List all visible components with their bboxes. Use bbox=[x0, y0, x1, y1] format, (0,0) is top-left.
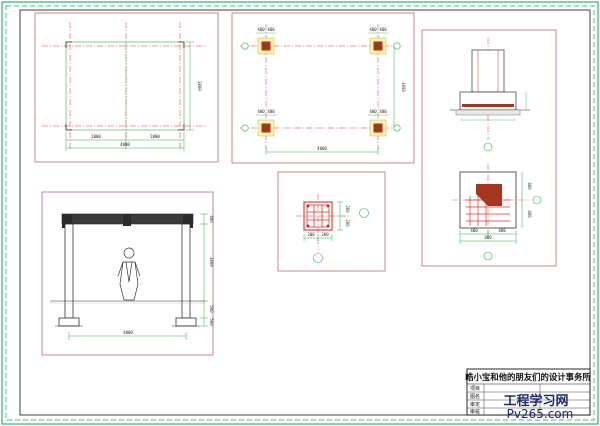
column-footing bbox=[369, 119, 387, 137]
column-footing bbox=[257, 119, 275, 137]
panel-border bbox=[421, 29, 557, 267]
roof-outline bbox=[65, 41, 185, 131]
axis-bubble bbox=[393, 42, 401, 50]
axis-bubble bbox=[483, 251, 493, 261]
dim-label: 400 bbox=[379, 27, 387, 32]
column-section-fill bbox=[476, 184, 502, 206]
dim-label: 400 bbox=[470, 228, 478, 233]
dim-label: 2000 bbox=[150, 134, 160, 139]
dim-label: 400 bbox=[369, 109, 377, 114]
axis-bubble bbox=[483, 142, 493, 152]
axis-bubble bbox=[532, 195, 542, 205]
column bbox=[64, 223, 74, 319]
footing-base bbox=[459, 91, 517, 111]
axis-bubble bbox=[393, 124, 401, 132]
dim-label: 500 bbox=[209, 305, 214, 313]
column-stub bbox=[471, 49, 505, 93]
dim-label: 3000 bbox=[401, 82, 406, 92]
footing bbox=[175, 317, 197, 327]
column-footing bbox=[369, 37, 387, 55]
column-detail-panel: 200 200 200 200 bbox=[277, 171, 386, 272]
dim-label: 500 bbox=[209, 318, 214, 326]
dim-label: 800 bbox=[484, 235, 492, 240]
elevation-panel: 4000 400 3000 500 500 bbox=[41, 191, 214, 356]
beam-end bbox=[62, 214, 72, 228]
watermark-line-2: Pv265.com bbox=[507, 407, 574, 421]
dim-label: 400 bbox=[257, 109, 265, 114]
dim-label: 400 bbox=[257, 27, 265, 32]
dim-label: 400 bbox=[527, 182, 532, 190]
dim-label: 200 bbox=[307, 232, 315, 237]
watermark-line-1: 工程学习网 bbox=[503, 393, 568, 409]
canopy-plan-panel: 2000 2000 4000 3000 bbox=[34, 12, 219, 163]
dim-label: 400 bbox=[369, 27, 377, 32]
axis-bubble bbox=[313, 253, 323, 263]
dim-label: 400 bbox=[267, 109, 275, 114]
dim-label: 200 bbox=[321, 232, 329, 237]
dim-label: 400 bbox=[379, 109, 387, 114]
title-row-label: 图名 bbox=[470, 393, 480, 400]
column-layout-panel: 400 400 400 400 400 400 400 400 4000 300… bbox=[231, 12, 415, 164]
dim-label: 3000 bbox=[197, 81, 202, 91]
footing-rebar bbox=[462, 104, 514, 107]
dim-label: 2000 bbox=[91, 134, 101, 139]
footing-section-panel: 400 400 800 400 400 bbox=[421, 29, 557, 267]
dim-label: 400 bbox=[209, 215, 214, 223]
firm-name: 皓小宝和他的朋友们的设计事务所 bbox=[465, 372, 591, 382]
corner-column-marks bbox=[65, 41, 185, 131]
dim-label: 4000 bbox=[123, 330, 133, 335]
dim-label: 400 bbox=[498, 228, 506, 233]
human-scale-figure bbox=[117, 247, 141, 301]
panel-border bbox=[231, 12, 415, 164]
column bbox=[181, 223, 191, 319]
sheet-inner-frame bbox=[19, 9, 591, 416]
blinding-layer bbox=[455, 109, 521, 116]
beam-end bbox=[183, 214, 193, 228]
dim-label: 3000 bbox=[209, 257, 214, 267]
dim-label: 4000 bbox=[120, 142, 130, 147]
dim-label: 400 bbox=[527, 210, 532, 218]
column-footing bbox=[257, 37, 275, 55]
axis-bubble bbox=[359, 208, 369, 218]
footing bbox=[58, 317, 80, 327]
site-watermark: 工程学习网 Pv265.com bbox=[503, 393, 573, 421]
dim-label: 200 bbox=[345, 219, 350, 227]
title-block: 皓小宝和他的朋友们的设计事务所 项目 图名 审定 审核 bbox=[465, 368, 591, 416]
dim-label: 4000 bbox=[317, 146, 327, 151]
panel-border bbox=[277, 171, 386, 272]
panel-border bbox=[34, 12, 219, 163]
beam-end bbox=[123, 214, 131, 226]
title-row-label: 审核 bbox=[470, 409, 480, 416]
axis-bubble bbox=[241, 124, 249, 132]
panel-border bbox=[41, 191, 214, 356]
dim-label: 400 bbox=[267, 27, 275, 32]
axis-bubble bbox=[241, 42, 249, 50]
dim-label: 200 bbox=[345, 205, 350, 213]
sheet-dashed-border bbox=[5, 5, 595, 421]
title-row-label: 项目 bbox=[470, 386, 480, 392]
title-row-label: 审定 bbox=[470, 401, 480, 408]
